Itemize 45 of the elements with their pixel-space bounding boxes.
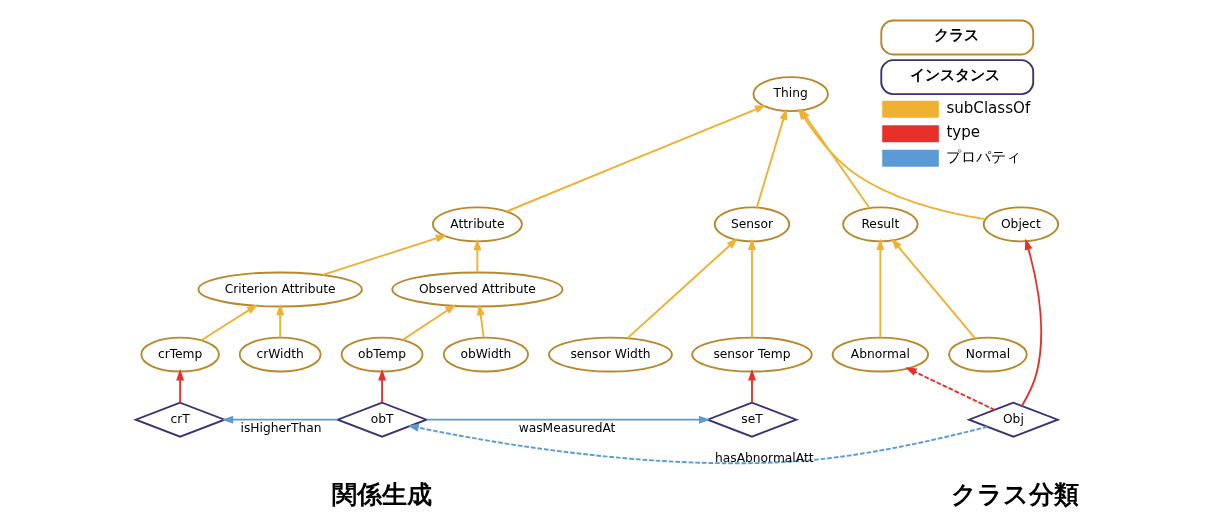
- node-ellipse: Normal: [947, 336, 1028, 373]
- node-ellipse: crWidth: [238, 336, 322, 373]
- legend-label: プロパティ: [945, 147, 1021, 166]
- arrow: [476, 304, 485, 339]
- arrow: [505, 105, 766, 213]
- node-ellipse: Sensor: [713, 206, 790, 243]
- legend-label: subClassOf: [945, 98, 1030, 117]
- legend-label: type: [945, 123, 980, 142]
- arrow: [747, 369, 756, 404]
- arrow: [275, 304, 284, 339]
- node-ellipse: Result: [841, 206, 919, 243]
- node-ellipse: Object: [982, 206, 1059, 243]
- arrow: [221, 415, 339, 424]
- arrow: [406, 423, 988, 465]
- arrow: [755, 108, 787, 209]
- node-ellipse: crTemp: [139, 336, 220, 373]
- label: 関係生成: [331, 479, 432, 509]
- node-ellipse: Abnormal: [831, 336, 929, 373]
- node-diamond: Obj: [965, 401, 1060, 438]
- node-ellipse: sensor Width: [547, 336, 673, 373]
- node-diamond: crT: [132, 401, 227, 438]
- arrow: [890, 238, 976, 340]
- arrow: [425, 415, 710, 424]
- arrow: [199, 304, 258, 342]
- legend-label: クラス: [933, 26, 979, 45]
- node-ellipse: obWidth: [442, 336, 529, 373]
- arrow: [904, 367, 996, 411]
- node-ellipse: obTemp: [340, 336, 423, 373]
- arrow: [175, 369, 184, 404]
- arrow: [321, 234, 447, 276]
- arrow: [401, 304, 456, 341]
- legend-label: インスタンス: [909, 65, 1000, 84]
- arrow: [377, 369, 386, 404]
- arrow: [875, 238, 884, 339]
- node-ellipse: Criterion Attribute: [197, 271, 363, 308]
- edge-label: isHigherThan: [240, 421, 322, 436]
- arrow: [747, 238, 756, 339]
- arrow: [472, 238, 481, 274]
- arrow: [626, 238, 738, 340]
- label: クラス分類: [950, 479, 1079, 509]
- edge-label: wasMeasuredAt: [518, 421, 615, 436]
- node-ellipse: sensor Temp: [690, 336, 813, 373]
- node-ellipse: Observed Attribute: [390, 271, 563, 308]
- edge-label: hasAbnormalAtt: [714, 450, 814, 465]
- arrow: [1020, 238, 1042, 407]
